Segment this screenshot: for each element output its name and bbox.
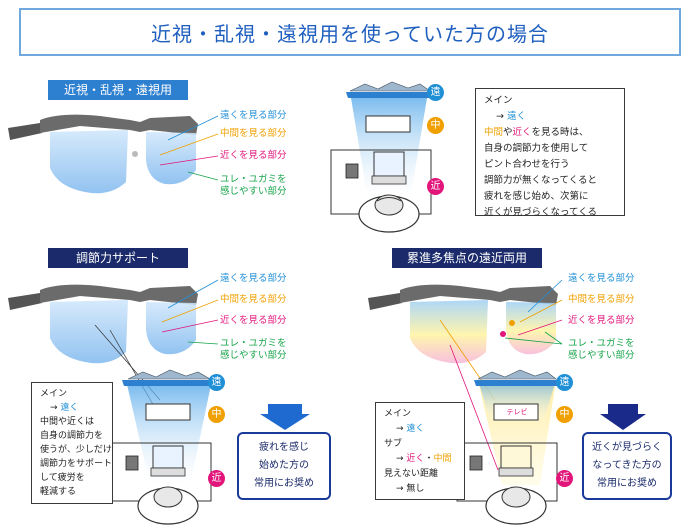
marker-mid: 中 <box>427 117 444 134</box>
zone-mid-progressive: 中間を見る部分 <box>568 294 635 305</box>
zone-distort-top: ユレ・ユガミを感じやすい部分 <box>220 174 287 197</box>
zone-distort-progressive: ユレ・ユガミを感じやすい部分 <box>568 338 635 361</box>
zone-far-progressive: 遠くを見る部分 <box>568 273 635 284</box>
glasses-support <box>8 284 198 364</box>
marker-near-progressive: 近 <box>556 470 573 487</box>
down-arrow-icon <box>260 404 310 430</box>
recommend-support: 疲れを感じ 始めた方の 常用にお奨め <box>237 432 331 500</box>
marker-near: 近 <box>427 178 444 195</box>
scene-support <box>110 369 216 525</box>
zone-far-support: 遠くを見る部分 <box>220 273 287 284</box>
zone-far-top: 遠くを見る部分 <box>220 110 287 121</box>
glasses-top <box>8 114 198 194</box>
zone-mid-support: 中間を見る部分 <box>220 294 287 305</box>
marker-far-progressive: 遠 <box>556 374 573 391</box>
note-top: メイン → 遠く 中間や近くを見る時は、 自身の調節力を使用して ピント合わせを… <box>475 88 625 218</box>
note-progressive: メイン → 遠く サブ → 近く・中間 見えない距離 → 無し <box>375 402 465 500</box>
zone-near-support: 近くを見る部分 <box>220 315 287 326</box>
page-title: 近視・乱視・遠視用を使っていた方の場合 <box>19 8 681 56</box>
zone-mid-top: 中間を見る部分 <box>220 128 287 139</box>
scene-progressive <box>456 369 560 525</box>
down-arrow-dark-icon <box>600 404 646 430</box>
marker-near-support: 近 <box>208 470 225 487</box>
zone-distort-support: ユレ・ユガミを感じやすい部分 <box>220 338 287 361</box>
recommend-progressive: 近くが見づらく なってきた方の 常用にお奨め <box>582 432 672 500</box>
section-label-top: 近視・乱視・遠視用 <box>48 80 188 100</box>
scene-top <box>330 81 432 233</box>
marker-mid-progressive: 中 <box>556 406 573 423</box>
marker-far: 遠 <box>427 84 444 101</box>
section-label-progressive: 累進多焦点の遠近両用 <box>392 248 542 268</box>
marker-far-support: 遠 <box>208 374 225 391</box>
zone-near-progressive: 近くを見る部分 <box>568 315 635 326</box>
marker-mid-support: 中 <box>208 406 225 423</box>
section-label-support: 調節力サポート <box>48 248 188 268</box>
screen-label: テレビ <box>506 408 528 416</box>
note-support: メイン → 遠く 中間や近くは 自身の調節力を 使うが、少しだけ 調節力をサポー… <box>31 382 113 504</box>
zone-near-top: 近くを見る部分 <box>220 150 287 161</box>
glasses-progressive <box>368 284 558 364</box>
